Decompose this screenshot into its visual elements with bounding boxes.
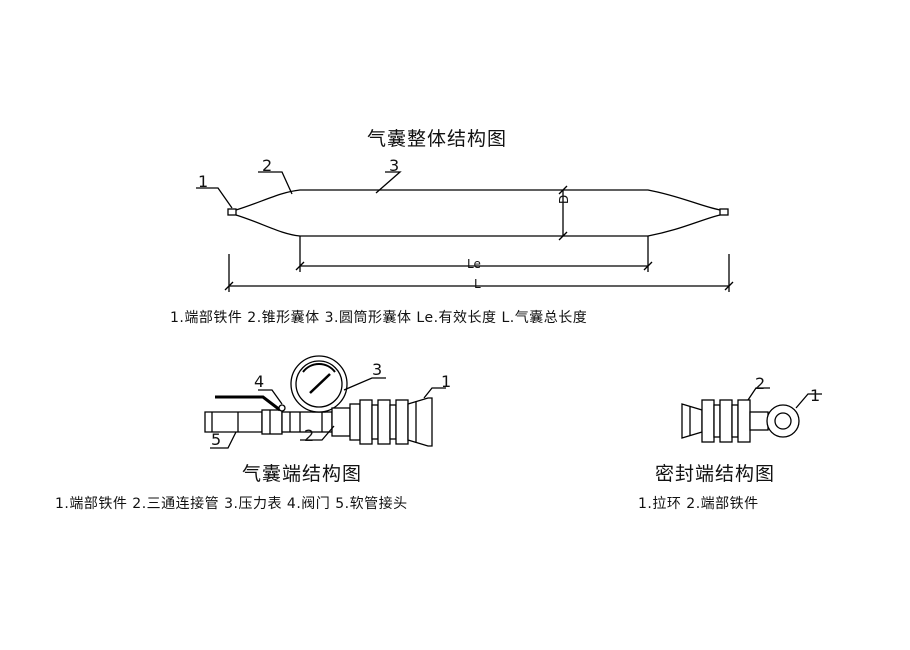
leader-e5 <box>210 431 237 449</box>
airbag-body-outline <box>235 189 721 237</box>
callout-1: 1 <box>198 172 209 191</box>
inflation-end-title: 气囊端结构图 <box>242 463 363 485</box>
hose-fitting <box>204 411 263 433</box>
callout-2: 2 <box>262 156 273 175</box>
inflation-end-drawing <box>204 355 446 449</box>
valve-handle <box>215 395 281 412</box>
dim-l-label: L <box>474 277 481 291</box>
callout-3: 3 <box>389 156 400 175</box>
gauge-needle <box>309 373 331 394</box>
sealed-end-legend: 1.拉环 2.端部铁件 <box>638 496 759 512</box>
callout-e5: 5 <box>211 430 222 449</box>
callout-e4: 4 <box>254 372 265 391</box>
dim-d-label: D <box>557 194 571 204</box>
dim-le-label: Le <box>467 257 481 271</box>
callout-s1: 1 <box>810 386 821 405</box>
sealed-end-drawing <box>681 387 822 443</box>
sealed-end-fitting <box>737 399 751 443</box>
sealed-flare <box>681 403 703 439</box>
callout-s2: 2 <box>755 374 766 393</box>
callout-e3: 3 <box>372 360 383 379</box>
valve-body <box>261 409 283 435</box>
leader-2 <box>258 171 293 195</box>
leader-e2 <box>300 425 335 441</box>
inflation-end-legend: 1.端部铁件 2.三通连接管 3.压力表 4.阀门 5.软管接头 <box>55 496 408 512</box>
leader-e4 <box>258 389 283 405</box>
leader-3 <box>375 171 402 194</box>
callout-e2: 2 <box>304 426 315 445</box>
leader-s1 <box>795 393 822 409</box>
overall-title: 气囊整体结构图 <box>367 128 508 150</box>
leader-e3 <box>343 377 386 391</box>
end-fitting <box>359 399 373 445</box>
airbag-overall-drawing <box>196 171 734 292</box>
callout-e1: 1 <box>441 372 452 391</box>
overall-legend: 1.端部铁件 2.锥形囊体 3.圆筒形囊体 Le.有效长度 L.气囊总长度 <box>170 310 588 326</box>
right-end-fitting <box>719 208 729 216</box>
sealed-end-title: 密封端结构图 <box>655 463 776 485</box>
left-end-fitting <box>227 208 237 216</box>
leader-s2 <box>747 387 770 401</box>
leader-e1 <box>423 387 446 399</box>
leader-1 <box>196 187 233 209</box>
